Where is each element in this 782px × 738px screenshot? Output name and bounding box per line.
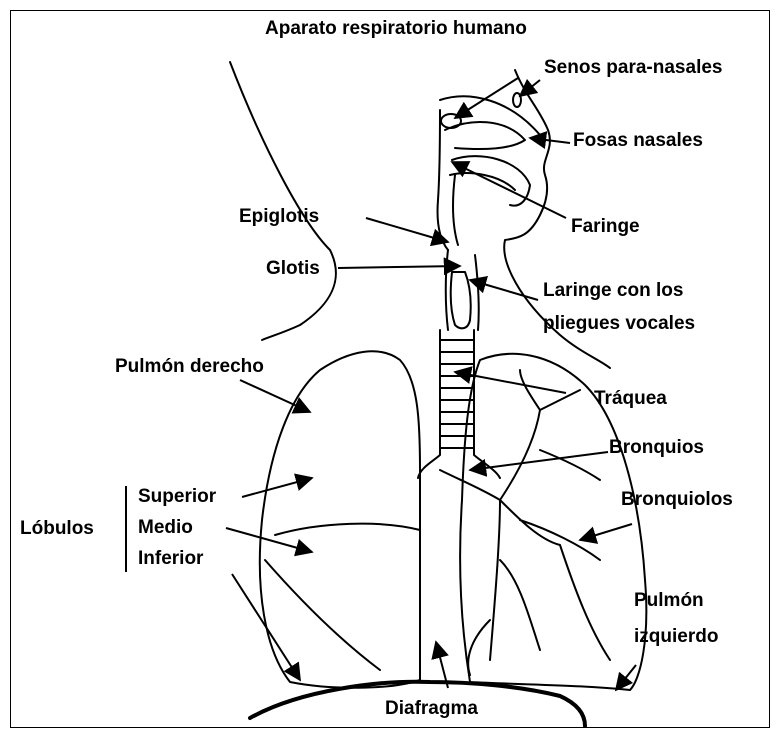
lobe-fissure-upper [275,524,420,535]
nasal-cavity [440,96,540,205]
label-faringe: Faringe [571,216,640,238]
arrow-senos-a [455,78,518,118]
trachea-wall-right [474,330,500,478]
label-pulmon-izq-2: izquierdo [634,626,718,648]
label-lobulos: Lóbulos [20,518,94,540]
arrow-bronquios [470,452,608,470]
label-laringe-1: Laringe con los [543,280,683,302]
trachea-rings [440,340,474,448]
label-bronquiolos: Bronquiolos [621,489,733,511]
pharynx-wall [437,110,458,250]
label-epiglotis: Epiglotis [239,206,319,228]
arrow-inferior [232,574,300,680]
arrow-epiglotis [366,218,448,242]
label-fosas: Fosas nasales [573,130,703,152]
label-glotis: Glotis [266,258,320,280]
label-medio: Medio [138,517,193,539]
arrow-superior [242,478,312,497]
bronchi [440,370,610,675]
arrow-laringe [470,280,538,300]
arrow-glotis [338,266,460,268]
head-neck-outline [230,62,336,340]
diagram-title: Aparato respiratorio humano [265,18,527,40]
arrow-medio [226,528,312,552]
label-bronquios: Bronquios [609,437,704,459]
label-pulmon-derecho: Pulmón derecho [115,356,264,378]
larynx [446,250,479,330]
trachea-wall-left [418,330,440,478]
label-diafragma: Diafragma [385,698,478,720]
label-superior: Superior [138,486,216,508]
label-senos: Senos para-nasales [544,57,722,79]
arrow-pulmon-derecho [240,380,310,412]
label-laringe-2: pliegues vocales [543,313,695,335]
label-pulmon-izq-1: Pulmón [634,590,704,612]
arrow-bronquiolos [580,524,632,540]
arrow-faringe [452,162,566,218]
label-inferior: Inferior [138,548,203,570]
label-traquea: Tráquea [594,388,667,410]
